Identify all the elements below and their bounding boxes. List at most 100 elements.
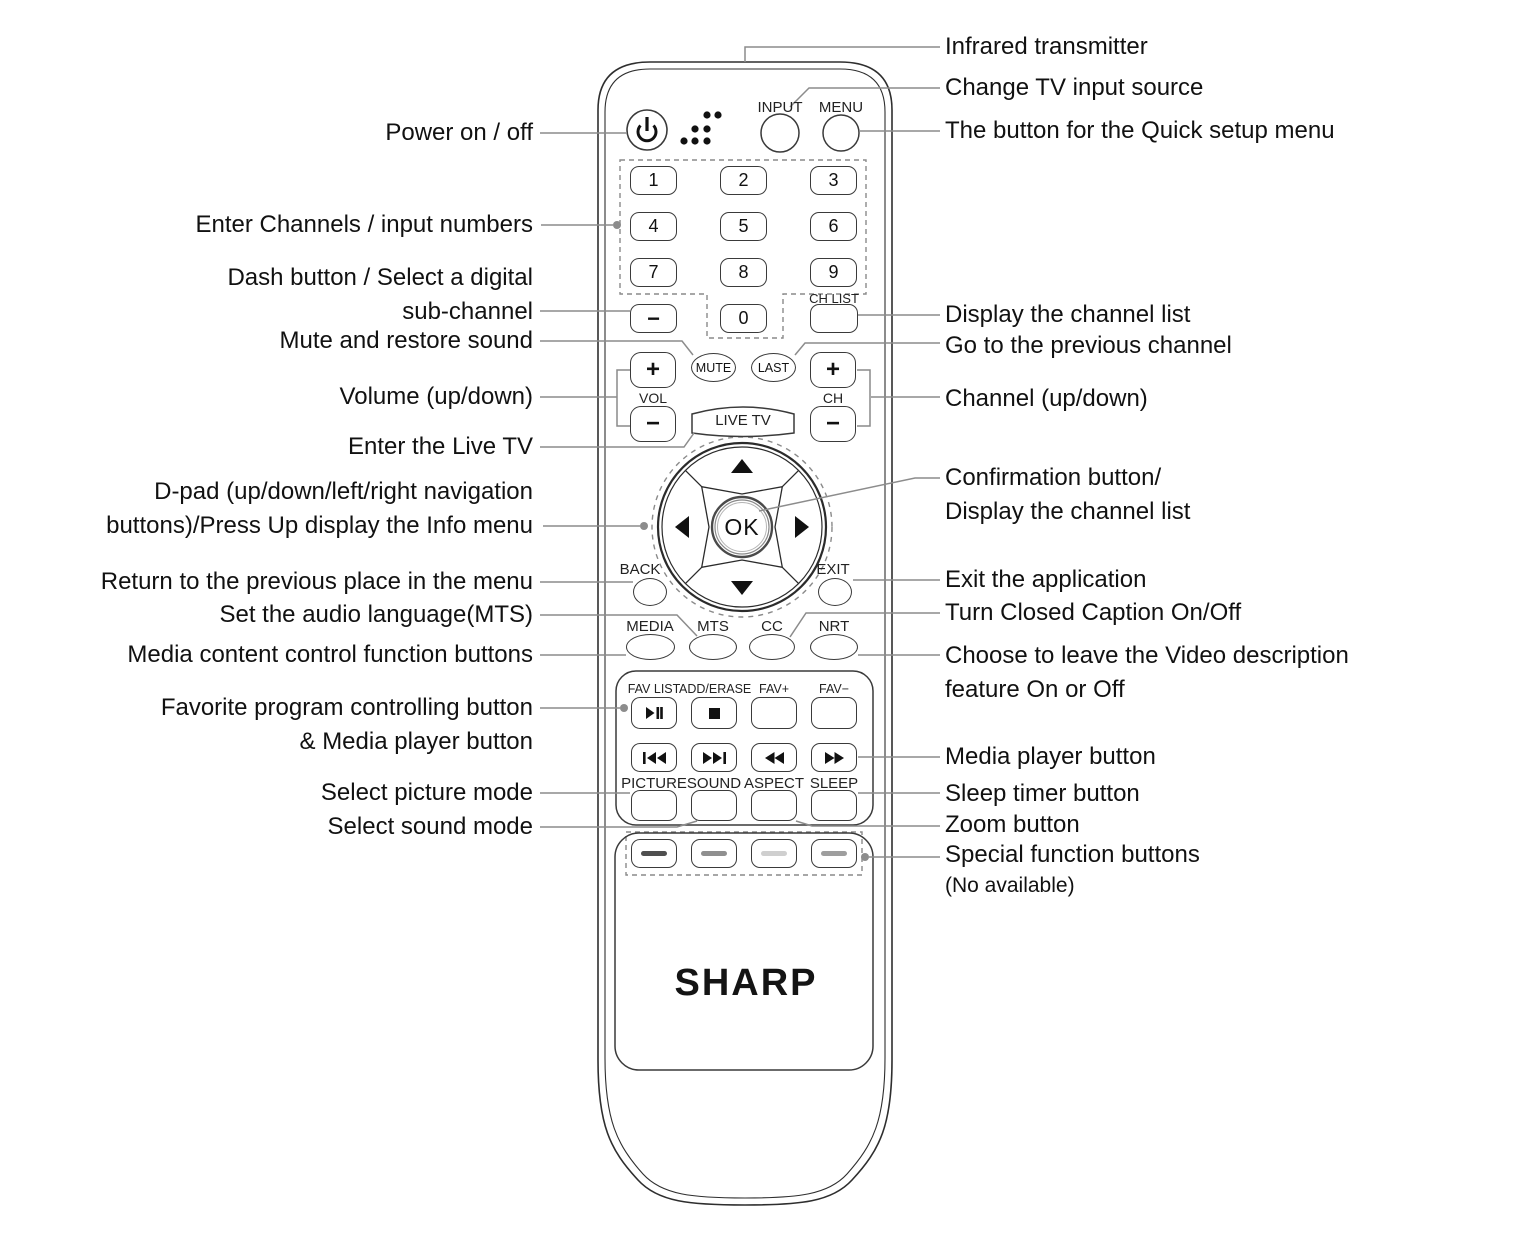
special-dash-2-icon [701,851,727,856]
channel-down-button[interactable]: − [810,406,856,442]
callout-dpad: D-pad (up/down/left/right navigation but… [106,478,533,539]
menu-button[interactable] [822,114,860,152]
mts-label: MTS [697,618,729,635]
digit-2-button[interactable]: 2 [720,166,767,195]
callout-picture: Select picture mode [320,779,533,806]
skip-back-button[interactable] [631,743,677,772]
digit-5-button[interactable]: 5 [720,212,767,241]
special-function-button-3[interactable] [751,839,797,868]
callout-ch-list: Display the channel list [945,301,1191,328]
power-icon [636,117,658,143]
fast-forward-button[interactable] [811,743,857,772]
picture-button[interactable] [631,790,677,821]
vol-bracket [616,369,630,427]
dash-button[interactable]: − [630,304,677,333]
vol-label: VOL [638,390,667,406]
stop-icon [708,707,720,719]
dpad[interactable] [656,441,828,613]
skip-forward-button[interactable] [691,743,737,772]
callout-special: Special function buttons [945,841,1200,868]
remote-body-outline [597,61,893,1206]
callout-ir: Infrared transmitter [945,33,1148,60]
input-button[interactable] [760,113,800,153]
ok-button[interactable]: OK [724,513,760,540]
callout-special-sub: (No available) [945,874,1075,897]
add-erase-label: ADD/ERASE [679,682,752,696]
callout-live-tv: Enter the Live TV [348,433,533,460]
digit-9-button[interactable]: 9 [810,258,857,287]
callout-dot [861,853,869,861]
special-function-button-2[interactable] [691,839,737,868]
fav-minus-label: FAV− [819,682,849,696]
digit-0-button[interactable]: 0 [720,304,767,333]
skip-back-icon [642,751,666,764]
callout-back: Return to the previous place in the menu [100,568,533,595]
mts-button[interactable] [689,634,737,660]
special-dash-4-icon [821,851,847,856]
aspect-button[interactable] [751,790,797,821]
callout-lines [540,46,940,861]
live-tv-button[interactable] [691,406,795,438]
callout-media-player: Media player button [945,743,1156,770]
back-button[interactable] [633,578,667,606]
mute-button[interactable]: MUTE [691,353,736,382]
rewind-icon [764,751,784,764]
play-pause-icon [645,707,663,719]
aspect-label: ASPECT [743,775,804,792]
callout-power: Power on / off [385,119,533,146]
digit-1-button[interactable]: 1 [630,166,677,195]
skip-forward-icon [702,751,726,764]
fast-forward-icon [824,751,844,764]
media-button[interactable] [626,634,675,660]
dpad-down-arrow-icon [731,581,753,595]
fav-minus-button[interactable] [811,697,857,729]
fav-list-button[interactable] [631,697,677,729]
digit-8-button[interactable]: 8 [720,258,767,287]
cc-button[interactable] [749,634,795,660]
logo-panel [614,832,874,1071]
exit-button[interactable] [818,578,852,606]
callout-dot [640,522,648,530]
group-panels [614,670,874,1071]
callout-cc: Turn Closed Caption On/Off [945,599,1242,626]
digit-4-button[interactable]: 4 [630,212,677,241]
sleep-label: SLEEP [809,775,859,792]
special-function-button-4[interactable] [811,839,857,868]
brackets [616,369,871,427]
live-tv-label[interactable]: LIVE TV [715,412,771,429]
digit-7-button[interactable]: 7 [630,258,677,287]
callout-favorite: Favorite program controlling button & Me… [160,694,533,755]
ch-label: CH [822,390,844,406]
callout-input: Change TV input source [945,74,1204,101]
dpad-up-arrow-icon [731,459,753,473]
sharp-logo: SHARP [674,962,818,1004]
volume-up-button[interactable]: + [630,352,676,388]
special-function-button-1[interactable] [631,839,677,868]
rewind-button[interactable] [751,743,797,772]
callout-nrt: Choose to leave the Video description fe… [945,642,1349,703]
special-buttons-dashed-box [625,831,863,876]
fav-plus-button[interactable] [751,697,797,729]
add-erase-button[interactable] [691,697,737,729]
callout-volume: Volume (up/down) [339,383,533,410]
volume-down-button[interactable]: − [630,406,676,442]
ir-dots-icon [680,111,722,145]
last-button[interactable]: LAST [751,353,796,382]
digit-6-button[interactable]: 6 [810,212,857,241]
picture-label: PICTURE [621,775,687,792]
input-label: INPUT [757,99,803,116]
sleep-button[interactable] [811,790,857,821]
ch-bracket [857,369,871,427]
digit-3-button[interactable]: 3 [810,166,857,195]
channel-up-button[interactable]: + [810,352,856,388]
callout-sleep: Sleep timer button [945,780,1140,807]
callout-ok: Confirmation button/ Display the channel… [945,464,1191,525]
favorite-group-panel [615,670,874,826]
callout-menu: The button for the Quick setup menu [945,117,1335,144]
dpad-right-arrow-icon [795,516,809,538]
sound-button[interactable] [691,790,737,821]
ch-list-button[interactable] [810,304,858,333]
nrt-button[interactable] [810,634,858,660]
callout-mts: Set the audio language(MTS) [219,601,533,628]
